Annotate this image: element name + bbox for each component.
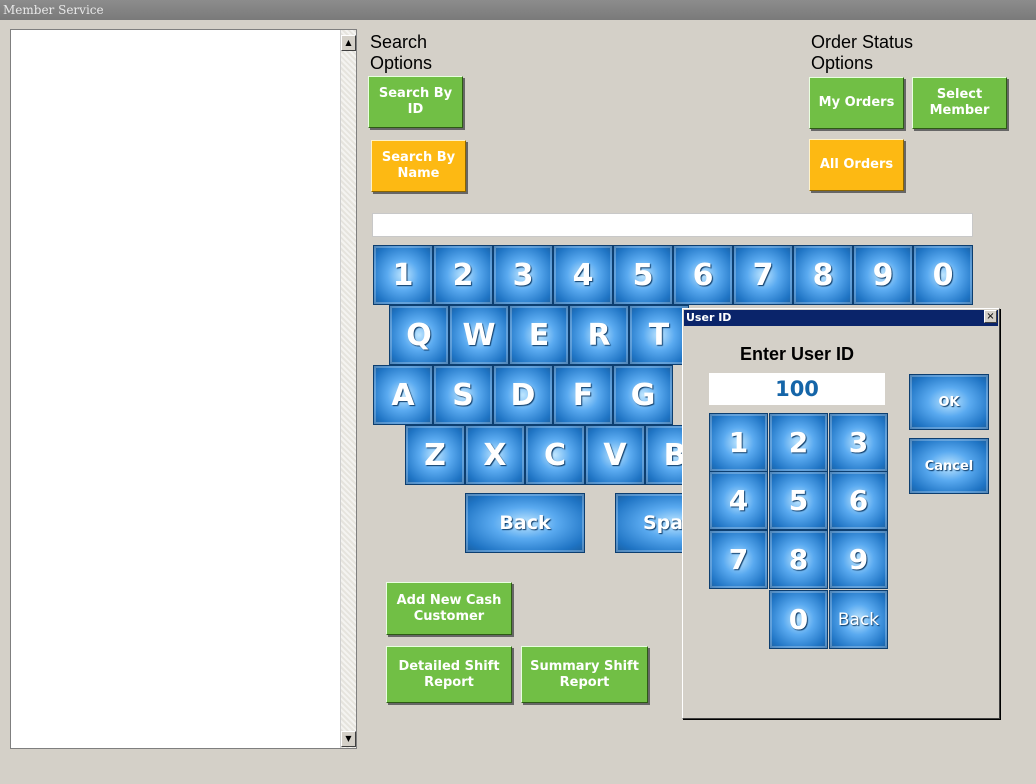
key-f[interactable]: F <box>553 365 613 425</box>
pad-key-1[interactable]: 1 <box>709 413 768 472</box>
search-by-name-button[interactable]: Search By Name <box>371 140 466 192</box>
key-t[interactable]: T <box>629 305 689 365</box>
key-6[interactable]: 6 <box>673 245 733 305</box>
key-7[interactable]: 7 <box>733 245 793 305</box>
key-back[interactable]: Back <box>465 493 585 553</box>
pad-key-3[interactable]: 3 <box>829 413 888 472</box>
dialog-heading: Enter User ID <box>739 344 855 364</box>
key-x[interactable]: X <box>465 425 525 485</box>
pad-key-7[interactable]: 7 <box>709 530 768 589</box>
key-s[interactable]: S <box>433 365 493 425</box>
select-member-button[interactable]: Select Member <box>912 77 1007 129</box>
list-scrollbar[interactable]: ▲ ▼ <box>340 30 356 748</box>
key-3[interactable]: 3 <box>493 245 553 305</box>
user-id-value[interactable]: 100 <box>709 373 885 405</box>
order-status-heading: Order Status Options <box>811 32 914 73</box>
dialog-title: User ID <box>684 310 998 326</box>
close-icon[interactable]: × <box>984 310 997 323</box>
search-by-id-button[interactable]: Search By ID <box>368 76 463 128</box>
key-z[interactable]: Z <box>405 425 465 485</box>
pad-key-9[interactable]: 9 <box>829 530 888 589</box>
key-8[interactable]: 8 <box>793 245 853 305</box>
search-input[interactable] <box>372 213 973 237</box>
key-d[interactable]: D <box>493 365 553 425</box>
pad-key-2[interactable]: 2 <box>769 413 828 472</box>
pad-key-6[interactable]: 6 <box>829 471 888 530</box>
key-v[interactable]: V <box>585 425 645 485</box>
key-0[interactable]: 0 <box>913 245 973 305</box>
key-e[interactable]: E <box>509 305 569 365</box>
key-2[interactable]: 2 <box>433 245 493 305</box>
member-list[interactable]: ▲ ▼ <box>10 29 357 749</box>
key-9[interactable]: 9 <box>853 245 913 305</box>
key-1[interactable]: 1 <box>373 245 433 305</box>
pad-key-back[interactable]: Back <box>829 590 888 649</box>
key-c[interactable]: C <box>525 425 585 485</box>
scroll-up-icon[interactable]: ▲ <box>341 35 356 51</box>
window-title: Member Service <box>0 0 1036 20</box>
scroll-down-icon[interactable]: ▼ <box>341 731 356 747</box>
key-w[interactable]: W <box>449 305 509 365</box>
key-5[interactable]: 5 <box>613 245 673 305</box>
detailed-shift-report-button[interactable]: Detailed Shift Report <box>386 646 512 703</box>
key-q[interactable]: Q <box>389 305 449 365</box>
cancel-button[interactable]: Cancel <box>909 438 989 494</box>
pad-key-5[interactable]: 5 <box>769 471 828 530</box>
key-r[interactable]: R <box>569 305 629 365</box>
all-orders-button[interactable]: All Orders <box>809 139 904 191</box>
summary-shift-report-button[interactable]: Summary Shift Report <box>521 646 648 703</box>
search-options-heading: Search Options <box>370 32 433 73</box>
pad-key-0[interactable]: 0 <box>769 590 828 649</box>
pad-key-8[interactable]: 8 <box>769 530 828 589</box>
ok-button[interactable]: OK <box>909 374 989 430</box>
add-cash-customer-button[interactable]: Add New Cash Customer <box>386 582 512 635</box>
key-a[interactable]: A <box>373 365 433 425</box>
pad-key-4[interactable]: 4 <box>709 471 768 530</box>
user-id-dialog: User ID × Enter User ID 100 1 2 3 4 5 6 … <box>682 308 1000 719</box>
key-4[interactable]: 4 <box>553 245 613 305</box>
key-g[interactable]: G <box>613 365 673 425</box>
my-orders-button[interactable]: My Orders <box>809 77 904 129</box>
